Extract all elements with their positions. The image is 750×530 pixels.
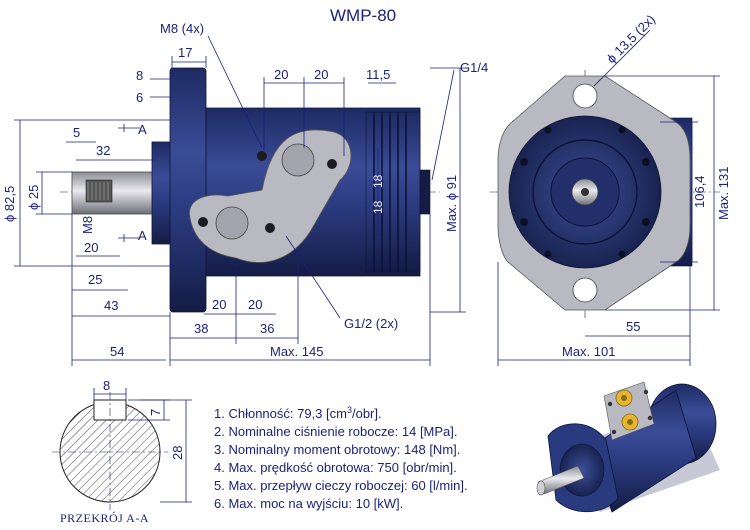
- bolt-hole-icon: [198, 217, 208, 227]
- spec-line-2: 2. Nominalne ciśnienie robocze: 14 [MPa]…: [214, 424, 458, 439]
- section-label: PRZEKRÓJ A-A: [60, 511, 149, 525]
- callout-m8-4x: M8 (4x): [160, 21, 204, 36]
- mounting-flange: [169, 67, 207, 313]
- dim-106-4: 106,4: [692, 175, 707, 208]
- bolt-icon: [618, 126, 626, 134]
- spec-line-4: 4. Max. prędkość obrotowa: 750 [obr/min]…: [214, 460, 457, 475]
- bolt-icon: [642, 158, 650, 166]
- section-a-a: 8 7 28 PRZEKRÓJ A-A: [52, 378, 192, 525]
- callout-diameter-13-5-2x: ϕ 13,5 (2x): [604, 12, 659, 67]
- spec-line-1: 1. Chłonność: 79,3 [cm3/obr].: [214, 405, 382, 421]
- dim-20-a: 20: [274, 67, 288, 82]
- section-marker-top: A: [138, 122, 147, 137]
- bolt-icon: [544, 126, 552, 134]
- dim-max-145: Max. 145: [270, 344, 323, 359]
- dim-6: 6: [136, 90, 143, 105]
- callout-g1-4: G1/4: [460, 60, 488, 75]
- dim-diameter-82-5: ϕ 82,5: [2, 186, 17, 222]
- dim-18-a: 18: [371, 174, 385, 188]
- dim-20-e: 20: [248, 297, 262, 312]
- motor-render: [536, 381, 720, 513]
- dim-54: 54: [110, 344, 124, 359]
- dim-38: 38: [194, 321, 208, 336]
- dim-max-diameter-91: Max. ϕ 91: [444, 175, 459, 232]
- dim-8: 8: [136, 68, 143, 83]
- dim-55: 55: [626, 319, 640, 334]
- dim-43: 43: [104, 298, 118, 313]
- bolt-hole-icon: [257, 151, 267, 161]
- mount-hole-top-icon: [572, 83, 598, 109]
- dim-11-5: 11,5: [366, 67, 390, 82]
- spec-list: 1. Chłonność: 79,3 [cm3/obr]. 2. Nominal…: [214, 405, 468, 511]
- dim-20-c: 20: [84, 240, 98, 255]
- front-view: 106,4 Max. 131 55 Max. 101 ϕ 13,5 (2x): [490, 12, 731, 366]
- bolt-icon: [520, 158, 528, 166]
- bolt-icon: [544, 250, 552, 258]
- port-a-icon: [281, 143, 315, 177]
- rear-ribs: [365, 111, 431, 273]
- section-dim-7: 7: [148, 409, 163, 416]
- section-marker-bottom: A: [138, 228, 147, 243]
- dim-25: 25: [88, 272, 102, 287]
- section-dim-8: 8: [103, 378, 110, 393]
- dim-max-101: Max. 101: [562, 344, 615, 359]
- port-b-icon: [215, 206, 249, 240]
- dim-17: 17: [178, 45, 192, 60]
- drawing-title: WMP-80: [330, 6, 396, 25]
- bolt-icon: [642, 218, 650, 226]
- mount-hole-bottom-icon: [572, 277, 598, 303]
- section-dim-28: 28: [170, 446, 185, 460]
- shaft: [71, 171, 155, 215]
- dim-36: 36: [260, 321, 274, 336]
- dim-20-d: 20: [212, 297, 226, 312]
- spec-line-5: 5. Max. przepływ cieczy roboczej: 60 [l/…: [214, 478, 468, 493]
- side-view: 17 8 6 20 20 11,5 5 32 ϕ 82,5 ϕ 25 M8 20…: [2, 21, 488, 366]
- bolt-hole-icon: [327, 159, 337, 169]
- bolt-icon: [520, 218, 528, 226]
- dim-5: 5: [73, 125, 80, 140]
- spec-line-6: 6. Max. moc na wyjściu: 10 [kW].: [214, 496, 403, 511]
- dim-32: 32: [96, 143, 110, 158]
- spec-line-3: 3. Nominalny moment obrotowy: 148 [Nm].: [214, 442, 460, 457]
- dim-diameter-25: ϕ 25: [26, 185, 41, 210]
- callout-g1-2-2x: G1/2 (2x): [344, 316, 398, 331]
- dim-20-b: 20: [314, 67, 328, 82]
- dim-18-b: 18: [371, 200, 385, 214]
- thread-m8-label: M8: [80, 216, 95, 234]
- bolt-icon: [618, 250, 626, 258]
- bolt-hole-icon: [265, 223, 275, 233]
- dim-max-131: Max. 131: [716, 167, 731, 220]
